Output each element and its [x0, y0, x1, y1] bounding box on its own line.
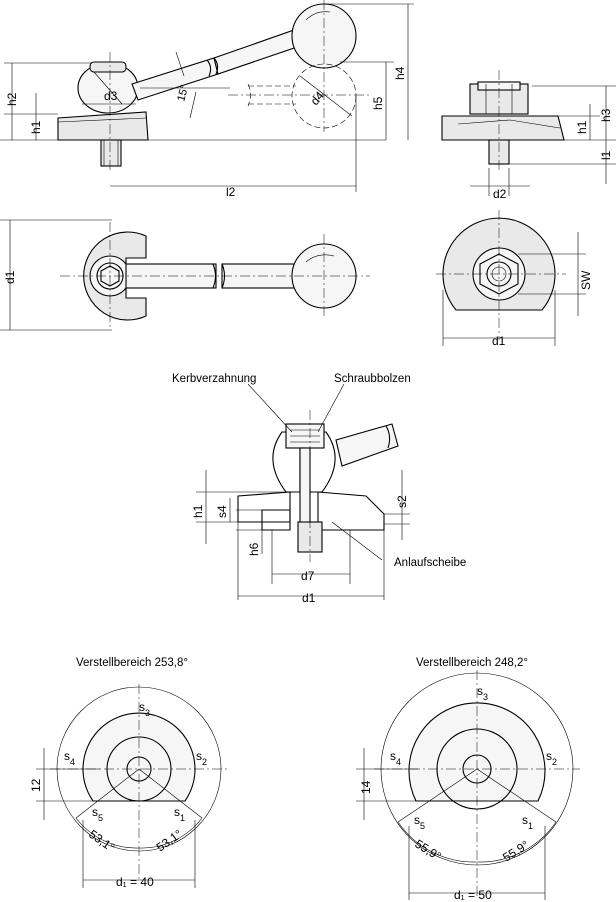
- range-left-angle-right: 53,1°: [154, 827, 185, 855]
- range-diagram-right: Verstellbereich 248,2° s3 s4 s2 s5 s1 14…: [356, 657, 580, 902]
- h4-label: h4: [393, 66, 407, 80]
- range-right-s4: s4: [390, 749, 401, 767]
- anlaufscheibe-label: Anlaufscheibe: [394, 557, 466, 569]
- h6-label: h6: [247, 542, 261, 556]
- d3-label: d3: [104, 89, 118, 103]
- range-right-disc: [408, 702, 546, 802]
- range-right-s2: s2: [546, 749, 557, 767]
- l2-label: l2: [226, 185, 236, 199]
- range-diagram-left: Verstellbereich 253,8° s3 s4 s2 s5 s1 12…: [29, 657, 228, 889]
- h1-label: h1: [29, 120, 43, 134]
- range-right-angle-left: 55,9°: [412, 837, 443, 864]
- range-left-s3: s3: [139, 700, 150, 718]
- range-left-title: Verstellbereich 253,8°: [76, 657, 188, 669]
- range-left-height: 12: [29, 778, 43, 792]
- sw-label: SW: [579, 270, 593, 290]
- section-lever: [335, 423, 399, 467]
- top-view-right: SW d1: [436, 210, 593, 348]
- l1-label: l1: [599, 150, 613, 160]
- h5-label: h5: [371, 96, 385, 110]
- d2-label: d2: [493, 187, 507, 201]
- d7-label: d7: [301, 569, 315, 583]
- range-right-s1: s1: [522, 813, 533, 831]
- range-left-s5: s5: [92, 805, 103, 823]
- range-left-angle-left: 53,1°: [86, 827, 117, 855]
- range-left-s2: s2: [196, 749, 207, 767]
- range-left-s4: s4: [64, 749, 75, 767]
- range-right-title: Verstellbereich 248,2°: [416, 657, 528, 669]
- side-view-left: 15° d3 d4 h2 h1 h5 h4 l2: [0, 0, 414, 199]
- angle-15-label: 15°: [175, 84, 191, 103]
- s4-label: s4: [215, 505, 229, 518]
- range-right-d1: d₁ = 50: [454, 888, 492, 902]
- front-base: [441, 115, 565, 141]
- range-right-angle-right: 55,9°: [500, 838, 531, 865]
- s2-label: s2: [395, 495, 409, 508]
- h1-right-label: h1: [575, 120, 589, 134]
- h2-label: h2: [5, 92, 19, 106]
- range-right-s5: s5: [414, 813, 425, 831]
- range-right-height: 14: [359, 780, 373, 794]
- range-left-s1: s1: [174, 805, 185, 823]
- section-view: Kerbverzahnung Schraubbolzen Anlaufschei…: [172, 373, 466, 605]
- kerbverzahnung-label: Kerbverzahnung: [172, 373, 256, 385]
- schraubbolzen-label: Schraubbolzen: [334, 373, 411, 385]
- lever-rod: [131, 57, 219, 101]
- section-h1-label: h1: [191, 504, 205, 518]
- range-left-d1: d₁ = 40: [116, 875, 154, 889]
- d1-right-label: d1: [492, 334, 506, 348]
- d1-left-label: d1: [3, 270, 17, 284]
- side-view-right: h3 h1 l1 d2: [441, 70, 616, 201]
- top-view-left: d1: [0, 219, 370, 331]
- h3-label: h3: [599, 108, 613, 122]
- section-d1-label: d1: [302, 591, 316, 605]
- range-right-s3: s3: [477, 684, 488, 702]
- base-foot: [57, 111, 149, 141]
